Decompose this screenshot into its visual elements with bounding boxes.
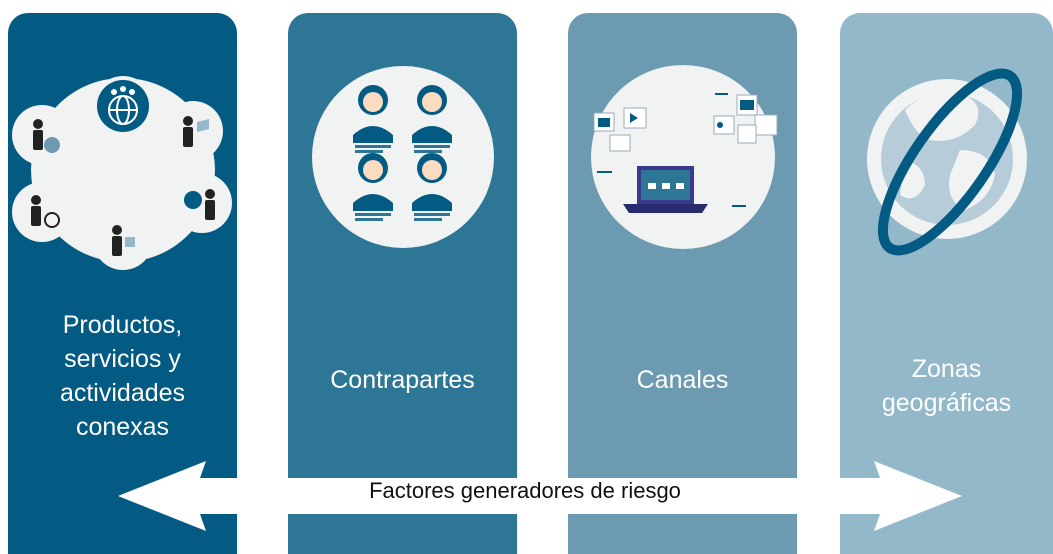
arrow-label: Factores generadores de riesgo xyxy=(369,478,681,503)
column-label-productos-text: Productos, servicios y actividades conex… xyxy=(59,311,186,441)
column-label-contrapartes: Contrapartes xyxy=(330,366,475,394)
column-label-zonas: Zonas geográficas xyxy=(881,355,1012,417)
column-label-canales: Canales xyxy=(636,366,729,394)
